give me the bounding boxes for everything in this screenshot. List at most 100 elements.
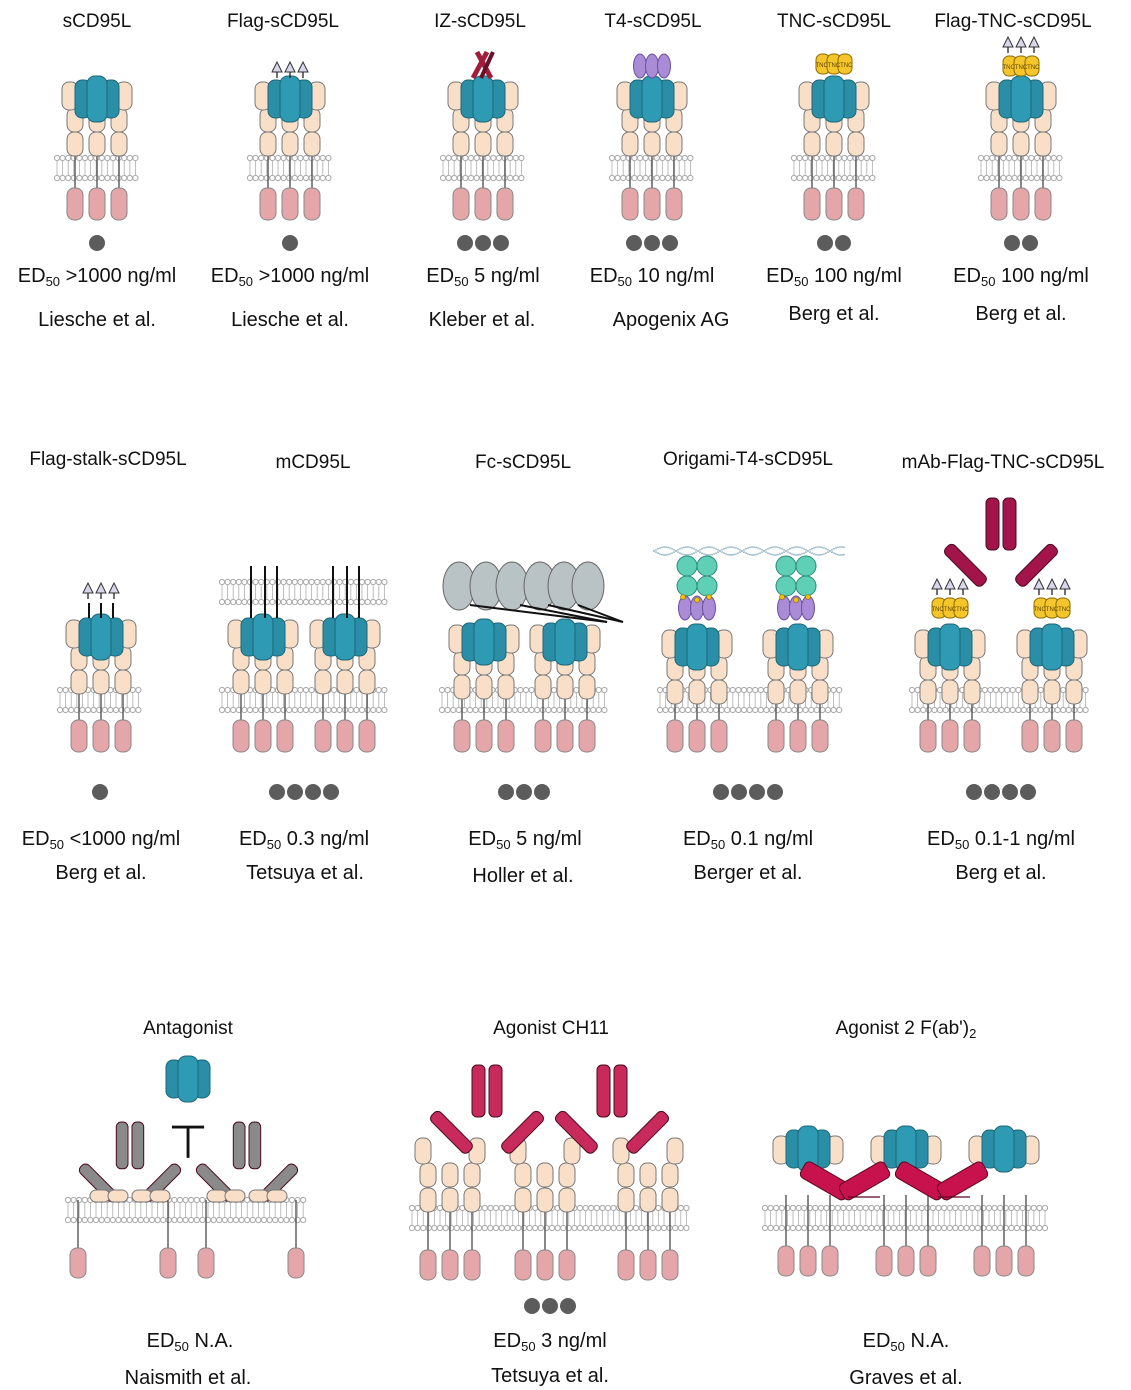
origami-module: [776, 556, 796, 576]
antagonist-panel: ⊤: [70, 1056, 304, 1278]
cd95l-ligand: [166, 1056, 210, 1102]
activity-dot: [1020, 784, 1036, 800]
agonist-fab2-panel: [773, 1126, 1039, 1276]
cell-membrane: [609, 155, 693, 180]
activity-dot: [749, 784, 765, 800]
activity-dots: [92, 784, 108, 800]
construct-title: Flag-TNC-sCD95L: [934, 10, 1091, 34]
cd95-receptor-trimer: [255, 62, 325, 220]
cd95l-ligand: [675, 624, 719, 670]
cd95-receptor-trimer: [617, 54, 687, 220]
ed50-label: ED50 >1000 ng/ml: [18, 264, 176, 294]
flag-tag: [932, 579, 968, 595]
cd95-receptor-trimer: [449, 619, 519, 752]
reference-label: Liesche et al.: [38, 308, 156, 332]
cd95l-ligand: [75, 76, 119, 122]
activity-dots: [498, 784, 550, 800]
isoleucine-zipper: [473, 52, 493, 78]
activity-dot: [731, 784, 747, 800]
inhibition-symbol: ⊤: [168, 1115, 208, 1169]
cell-membrane: [440, 155, 524, 180]
cd95l-ligand: [268, 76, 312, 122]
activity-dot: [305, 784, 321, 800]
ed50-label: ED50 3 ng/ml: [493, 1329, 606, 1359]
activity-dot: [662, 235, 678, 251]
cd95l-ligand: [79, 614, 123, 660]
activity-dots: [1004, 235, 1038, 251]
activity-dots: [282, 235, 298, 251]
activity-dot: [516, 784, 532, 800]
activity-dots: [966, 784, 1036, 800]
cd95-receptor-trimer: TNCTNCTNC: [1017, 579, 1087, 752]
construct-title: TNC-sCD95L: [777, 10, 891, 34]
ed50-label: ED50 0.1 ng/ml: [683, 827, 813, 857]
activity-dot: [713, 784, 729, 800]
ed50-label: ED50 100 ng/ml: [766, 264, 902, 294]
membrane-anchor: [333, 566, 359, 618]
activity-dot: [1022, 235, 1038, 251]
activity-dot: [560, 1298, 576, 1314]
activity-dot: [534, 784, 550, 800]
tnc-tag: TNCTNCTNC: [816, 54, 854, 74]
activity-dot: [475, 235, 491, 251]
origami-module: [796, 576, 816, 596]
reference-label: Liesche et al.: [231, 308, 349, 332]
activity-dot: [1002, 784, 1018, 800]
ed50-label: ED50 10 ng/ml: [590, 264, 715, 294]
activity-dot: [817, 235, 833, 251]
cd95-receptor-trimer: [448, 52, 518, 220]
activity-dot: [1004, 235, 1020, 251]
cell-membrane: [791, 155, 875, 180]
t4-foldon: [679, 596, 692, 620]
activity-dot: [287, 784, 303, 800]
membrane-anchor: [251, 566, 277, 618]
cd95-receptor-trimer: [62, 76, 132, 220]
flag-stalk: [89, 603, 113, 618]
dna-origami: [653, 546, 845, 620]
cd95-receptor-trimer: [530, 619, 600, 752]
ed50-label: ED50 5 ng/ml: [426, 264, 539, 294]
ed50-label: ED50 0.3 ng/ml: [239, 827, 369, 857]
cd95-receptor-trimer: [66, 583, 136, 752]
cd95l-ligand: [1030, 624, 1074, 670]
ed50-label: ED50 100 ng/ml: [953, 264, 1089, 294]
agonist-ch11-panel: [415, 1065, 683, 1280]
cd95l-ligand: [812, 76, 856, 122]
construct-title: IZ-sCD95L: [434, 10, 526, 34]
cell-membrane: [247, 155, 331, 180]
activity-dot: [644, 235, 660, 251]
reference-label: Berg et al.: [975, 302, 1066, 326]
construct-title: mAb-Flag-TNC-sCD95L: [902, 451, 1105, 475]
ed50-label: ED50 <1000 ng/ml: [22, 827, 180, 857]
tnc-tag: TNCTNCTNC: [1034, 598, 1072, 618]
construct-title: Flag-stalk-sCD95L: [29, 448, 186, 472]
cell-membrane: [978, 155, 1062, 180]
construct-title: sCD95L: [63, 10, 132, 34]
t4-foldon: [634, 54, 671, 78]
origami-module: [677, 576, 697, 596]
cd95l-ligand: [982, 1126, 1026, 1172]
cd95-receptor-trimer: TNCTNCTNC: [799, 54, 869, 220]
activity-dots: [626, 235, 678, 251]
cd95l-ligand: [630, 76, 674, 122]
activity-dot: [282, 235, 298, 251]
reference-label: Berg et al.: [55, 861, 146, 885]
activity-dots: [713, 784, 783, 800]
cell-membrane: [219, 579, 387, 604]
cd95-receptor-trimer: TNCTNCTNC: [915, 579, 985, 752]
ed50-label: ED50 0.1-1 ng/ml: [927, 827, 1075, 857]
tnc-tag: TNCTNCTNC: [932, 598, 970, 618]
flag-tag: [1034, 579, 1070, 595]
activity-dot: [966, 784, 982, 800]
reference-label: Naismith et al.: [125, 1366, 252, 1390]
construct-title: Origami-T4-sCD95L: [663, 448, 833, 472]
activity-dot: [92, 784, 108, 800]
activity-dot: [524, 1298, 540, 1314]
construct-title: Fc-sCD95L: [475, 451, 571, 475]
activity-dot: [626, 235, 642, 251]
activity-dot: [269, 784, 285, 800]
cell-membrane: [54, 155, 138, 180]
tnc-text: TNCTNCTNC: [1034, 607, 1072, 613]
origami-module: [796, 556, 816, 576]
